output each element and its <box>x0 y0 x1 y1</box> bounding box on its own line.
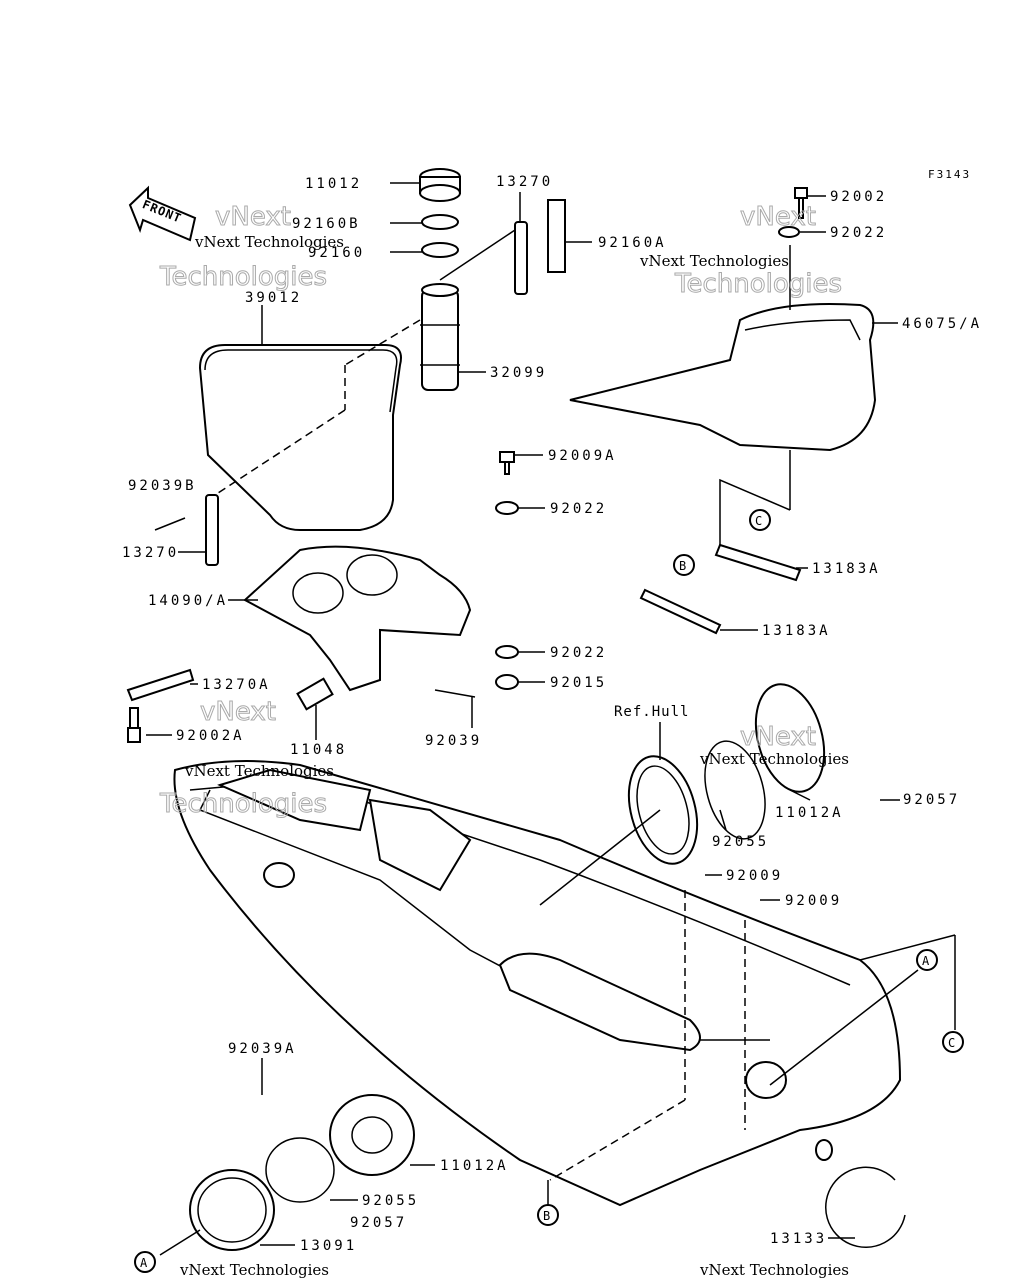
part-label: 92009 <box>785 893 842 909</box>
part-label: 92057 <box>350 1215 407 1231</box>
part-label: 13183A <box>812 561 881 577</box>
console-panel <box>243 545 472 692</box>
part-label: 13270A <box>202 677 271 693</box>
part-label: Ref.Hull <box>614 704 689 720</box>
filler-cap <box>419 168 461 202</box>
part-label: 92055 <box>362 1193 419 1209</box>
part-label: 92057 <box>903 792 960 808</box>
handle-pole-46075 <box>569 303 877 452</box>
svg-text:C: C <box>948 1036 955 1050</box>
part-label: 13133 <box>770 1231 827 1247</box>
part-label: 92022 <box>550 501 607 517</box>
part-label: 46075/A <box>902 316 982 332</box>
part-label: 13091 <box>300 1238 357 1254</box>
leader-lines <box>146 182 900 1256</box>
svg-text:vNext Technologies: vNext Technologies <box>179 1261 329 1279</box>
small-parts <box>126 187 808 743</box>
part-label: 32099 <box>490 365 547 381</box>
svg-text:B: B <box>543 1209 550 1223</box>
svg-text:A: A <box>922 954 930 968</box>
part-label: 11012A <box>440 1158 509 1174</box>
bracket-13270-left <box>205 494 219 566</box>
part-label: 11012A <box>775 805 844 821</box>
svg-text:vNext Technologies: vNext Technologies <box>699 750 849 768</box>
svg-text:vNext: vNext <box>215 202 291 232</box>
part-label: 92022 <box>550 645 607 661</box>
part-label: 11012 <box>305 176 362 192</box>
part-label: 39012 <box>245 290 302 306</box>
svg-text:Technologies: Technologies <box>159 789 327 819</box>
pin-92039B <box>154 517 186 531</box>
front-arrow-icon: FRONT <box>128 185 197 242</box>
part-label: 13183A <box>762 623 831 639</box>
callouts: C B A C B A <box>134 509 964 1273</box>
part-label: 13270 <box>122 545 179 561</box>
svg-text:C: C <box>755 514 762 528</box>
svg-text:vNext Technologies: vNext Technologies <box>699 1261 849 1279</box>
part-label: 92009 <box>726 868 783 884</box>
svg-text:Technologies: Technologies <box>159 262 327 292</box>
gasket-92160 <box>421 242 459 258</box>
bracket-13270 <box>514 221 528 295</box>
svg-text:vNext Technologies: vNext Technologies <box>184 762 334 780</box>
hull <box>173 760 902 1207</box>
part-label: 11048 <box>290 742 347 758</box>
filler-pipe <box>420 283 460 391</box>
svg-text:A: A <box>140 1256 148 1270</box>
svg-text:vNext: vNext <box>740 722 816 752</box>
svg-text:vNext: vNext <box>740 202 816 232</box>
svg-text:Technologies: Technologies <box>674 269 842 299</box>
svg-text:vNext Technologies: vNext Technologies <box>639 252 789 270</box>
pad-92160A <box>547 199 566 273</box>
part-label: 92039 <box>425 733 482 749</box>
part-label: 92039A <box>228 1041 297 1057</box>
part-label: 13270 <box>496 174 553 190</box>
svg-text:B: B <box>679 559 686 573</box>
part-label: 92055 <box>712 834 769 850</box>
part-label: 92039B <box>128 478 197 494</box>
watermark: vNext vNext Technologies Technologies vN… <box>159 202 850 1280</box>
part-labels: 11012 92160B 92160 13270 92160A 39012 32… <box>122 174 982 1254</box>
part-label: 92160A <box>598 235 667 251</box>
part-label: 92015 <box>550 675 607 691</box>
figure-code: F3143 <box>928 168 971 181</box>
svg-text:vNext: vNext <box>200 697 276 727</box>
part-label: 92160 <box>308 245 365 261</box>
svg-text:vNext Technologies: vNext Technologies <box>194 233 344 251</box>
part-label: 92002A <box>176 728 245 744</box>
part-label: 92022 <box>830 225 887 241</box>
storage-tub <box>198 344 402 531</box>
part-label: 92160B <box>292 216 361 232</box>
part-label: 14090/A <box>148 593 228 609</box>
gasket-92160B <box>421 214 459 230</box>
pump-rings <box>189 683 906 1251</box>
part-label: 92009A <box>548 448 617 464</box>
part-label: 92002 <box>830 189 887 205</box>
